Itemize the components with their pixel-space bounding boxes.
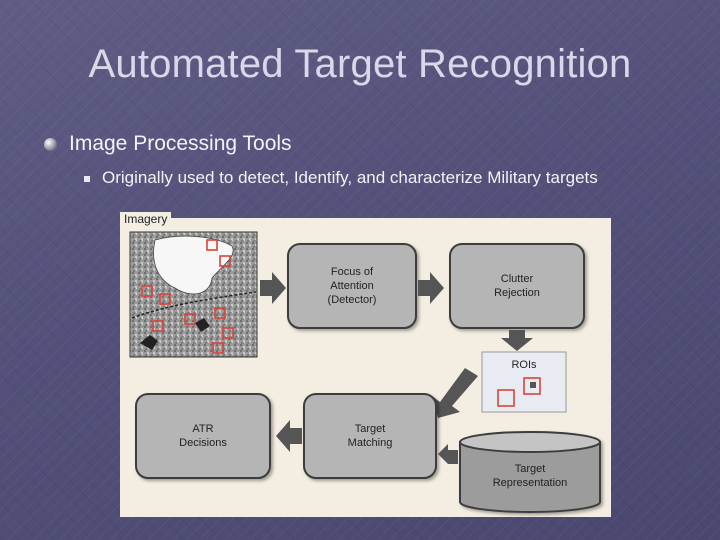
rois-panel: ROIs: [481, 351, 567, 413]
imagery-road: [131, 291, 257, 319]
focus-line-1: Focus of: [331, 266, 374, 278]
rois-label: ROIs: [511, 359, 537, 371]
clutter-line-1: Clutter: [501, 273, 534, 285]
atr-decisions-box: ATR Decisions: [135, 393, 271, 479]
arrow-down-icon: [501, 330, 533, 351]
clutter-line-2: Rejection: [494, 287, 540, 299]
bullet-orb-icon: [44, 137, 57, 151]
focus-of-attention-box: Focus of Attention (Detector): [287, 243, 417, 329]
focus-line-2: Attention: [330, 280, 373, 292]
arrow-down-left-icon: [432, 368, 478, 418]
roi-target-glyph: [530, 382, 536, 388]
bullet-item: Image Processing Tools: [44, 132, 292, 156]
atr-diagram: Focus of Attention (Detector) Clutter Re…: [120, 218, 611, 517]
imagery-dark-patch: [140, 318, 210, 350]
square-bullet-icon: [84, 176, 90, 182]
roi-marker: [523, 377, 541, 395]
target-representation-cylinder: Target Representation: [459, 431, 601, 513]
matching-line-1: Target: [355, 423, 386, 435]
imagery-label: Imagery: [120, 212, 172, 226]
roi-markers: [141, 239, 234, 354]
bullet-text: Image Processing Tools: [69, 132, 292, 155]
arrow-right-icon: [418, 272, 444, 304]
atr-line-2: Decisions: [179, 437, 227, 449]
arrow-left-icon: [438, 444, 458, 464]
arrow-right-icon: [260, 272, 286, 304]
roi-marker: [497, 389, 515, 407]
target-matching-box: Target Matching: [303, 393, 437, 479]
sub-bullet-text: Originally used to detect, Identify, and…: [102, 168, 598, 187]
arrow-left-icon: [276, 420, 302, 452]
representation-line-2: Representation: [493, 477, 568, 489]
sub-bullet-item: Originally used to detect, Identify, and…: [84, 167, 644, 189]
clutter-rejection-box: Clutter Rejection: [449, 243, 585, 329]
focus-line-3: (Detector): [328, 294, 377, 306]
atr-line-1: ATR: [192, 423, 213, 435]
matching-line-2: Matching: [348, 437, 393, 449]
atr-diagram-svg: Focus of Attention (Detector) Clutter Re…: [129, 231, 601, 513]
imagery-panel: [129, 231, 258, 358]
representation-line-1: Target: [515, 463, 546, 475]
slide-title: Automated Target Recognition: [88, 42, 632, 86]
